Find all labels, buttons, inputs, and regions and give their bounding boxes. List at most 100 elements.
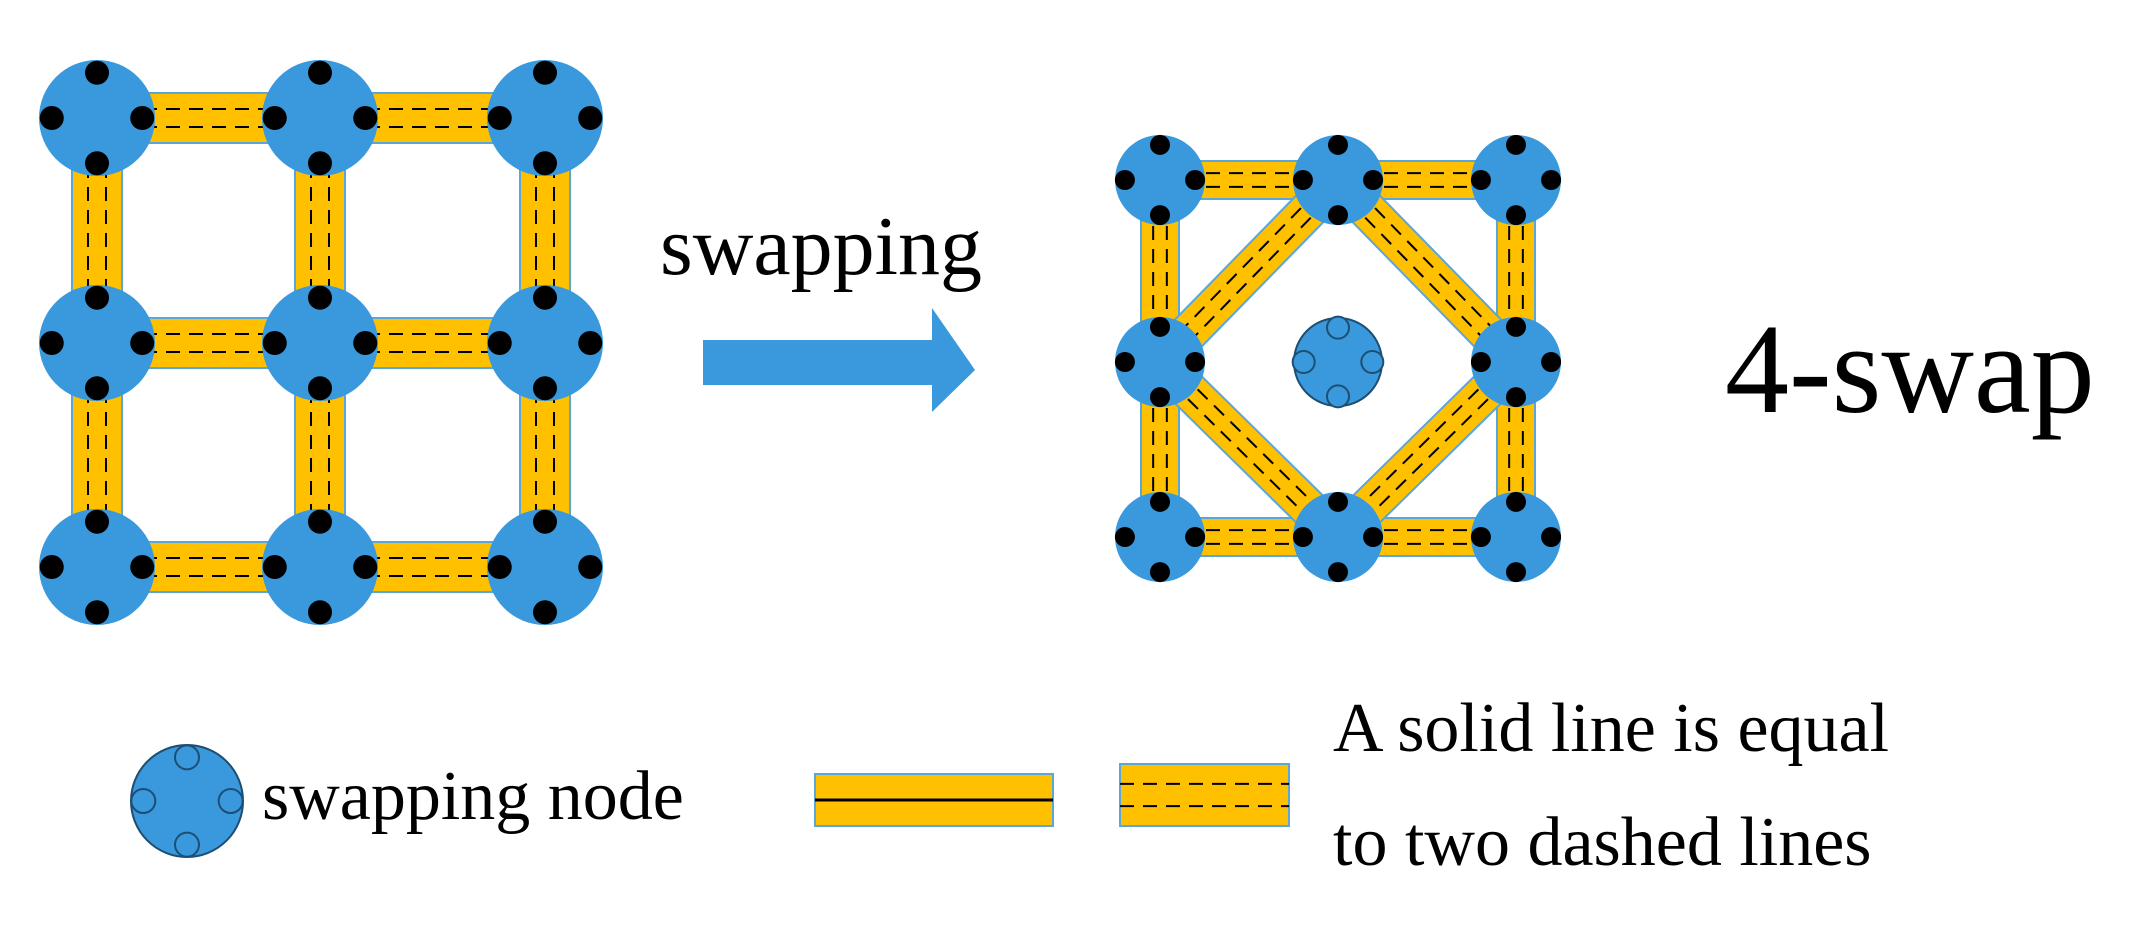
port-dot xyxy=(39,106,64,130)
port-dot xyxy=(85,285,109,310)
network-node xyxy=(1470,491,1562,583)
legend-solid-link-icon xyxy=(814,773,1054,827)
port-dot xyxy=(487,555,512,579)
grid-node xyxy=(39,60,155,176)
network-node xyxy=(1470,316,1562,408)
port-dot xyxy=(578,555,603,579)
port-dot xyxy=(1506,491,1526,512)
port-dot xyxy=(1328,491,1348,512)
port-dot xyxy=(1150,387,1170,408)
port-dot xyxy=(1150,205,1170,226)
right-arrow-icon xyxy=(703,308,975,412)
port-dot xyxy=(578,106,603,130)
port-dot xyxy=(1326,384,1350,409)
grid-node xyxy=(39,285,155,401)
port-dot xyxy=(1328,134,1348,155)
port-dot xyxy=(217,788,244,814)
port-dot xyxy=(39,331,64,355)
port-dot xyxy=(533,60,557,85)
port-dot xyxy=(174,831,200,858)
network-node xyxy=(1114,134,1206,226)
port-dot xyxy=(1185,352,1206,372)
grid-node xyxy=(487,285,603,401)
port-dot xyxy=(353,106,378,130)
port-dot xyxy=(39,555,64,579)
port-dot xyxy=(533,151,557,176)
port-dot xyxy=(1114,527,1135,547)
port-dot xyxy=(1506,562,1526,583)
port-dot xyxy=(1470,352,1491,372)
grid-node xyxy=(262,60,378,176)
port-dot xyxy=(308,151,332,176)
port-dot xyxy=(1326,315,1350,340)
port-dot xyxy=(353,555,378,579)
port-dot xyxy=(1506,134,1526,155)
port-dot xyxy=(308,285,332,310)
port-dot xyxy=(1506,316,1526,337)
network-node xyxy=(1114,491,1206,583)
port-dot xyxy=(85,509,109,534)
port-dot xyxy=(1150,562,1170,583)
port-dot xyxy=(1541,352,1562,372)
port-dot xyxy=(487,106,512,130)
port-dot xyxy=(1328,562,1348,583)
port-dot xyxy=(308,600,332,625)
port-dot xyxy=(1363,170,1384,190)
port-dot xyxy=(353,331,378,355)
port-dot xyxy=(130,331,155,355)
port-dot xyxy=(262,106,287,130)
grid-node xyxy=(487,60,603,176)
network-node xyxy=(1292,134,1384,226)
port-dot xyxy=(308,509,332,534)
port-dot xyxy=(533,509,557,534)
grid-node xyxy=(262,509,378,625)
port-dot xyxy=(1506,205,1526,226)
network-node xyxy=(1292,491,1384,583)
port-dot xyxy=(1114,352,1135,372)
port-dot xyxy=(533,285,557,310)
port-dot xyxy=(1150,491,1170,512)
port-dot xyxy=(578,331,603,355)
port-dot xyxy=(1470,170,1491,190)
port-dot xyxy=(308,60,332,85)
port-dot xyxy=(1363,527,1384,547)
port-dot xyxy=(1506,387,1526,408)
port-dot xyxy=(1185,170,1206,190)
four-swap-title: 4-swap xyxy=(1725,298,2095,440)
port-dot xyxy=(130,106,155,130)
legend-swapping-node-label: swapping node xyxy=(262,758,684,835)
grid-network-left xyxy=(39,60,603,625)
port-dot xyxy=(174,744,200,771)
legend-dashed-link-icon xyxy=(1119,763,1290,827)
port-dot xyxy=(1291,350,1316,374)
port-dot xyxy=(262,555,287,579)
port-dot xyxy=(1541,527,1562,547)
grid-node xyxy=(262,285,378,401)
port-dot xyxy=(533,600,557,625)
swapping-node-icon xyxy=(130,744,244,858)
port-dot xyxy=(1360,350,1385,374)
port-dot xyxy=(85,600,109,625)
grid-node xyxy=(487,509,603,625)
port-dot xyxy=(130,788,157,814)
port-dot xyxy=(1541,170,1562,190)
port-dot xyxy=(85,376,109,401)
port-dot xyxy=(85,60,109,85)
port-dot xyxy=(487,331,512,355)
network-node xyxy=(1470,134,1562,226)
swapping-node-center xyxy=(1291,315,1385,409)
swapping-arrow-label: swapping xyxy=(660,200,982,293)
legend-note-line-2: to two dashed lines xyxy=(1333,804,1872,881)
port-dot xyxy=(1292,170,1313,190)
port-dot xyxy=(308,376,332,401)
port-dot xyxy=(1292,527,1313,547)
port-dot xyxy=(1185,527,1206,547)
legend-note-line-1: A solid line is equal xyxy=(1333,690,1890,767)
legend xyxy=(130,744,1290,858)
port-dot xyxy=(1328,205,1348,226)
port-dot xyxy=(1470,527,1491,547)
grid-node xyxy=(39,509,155,625)
four-swap-network xyxy=(1114,134,1562,583)
port-dot xyxy=(533,376,557,401)
port-dot xyxy=(85,151,109,176)
